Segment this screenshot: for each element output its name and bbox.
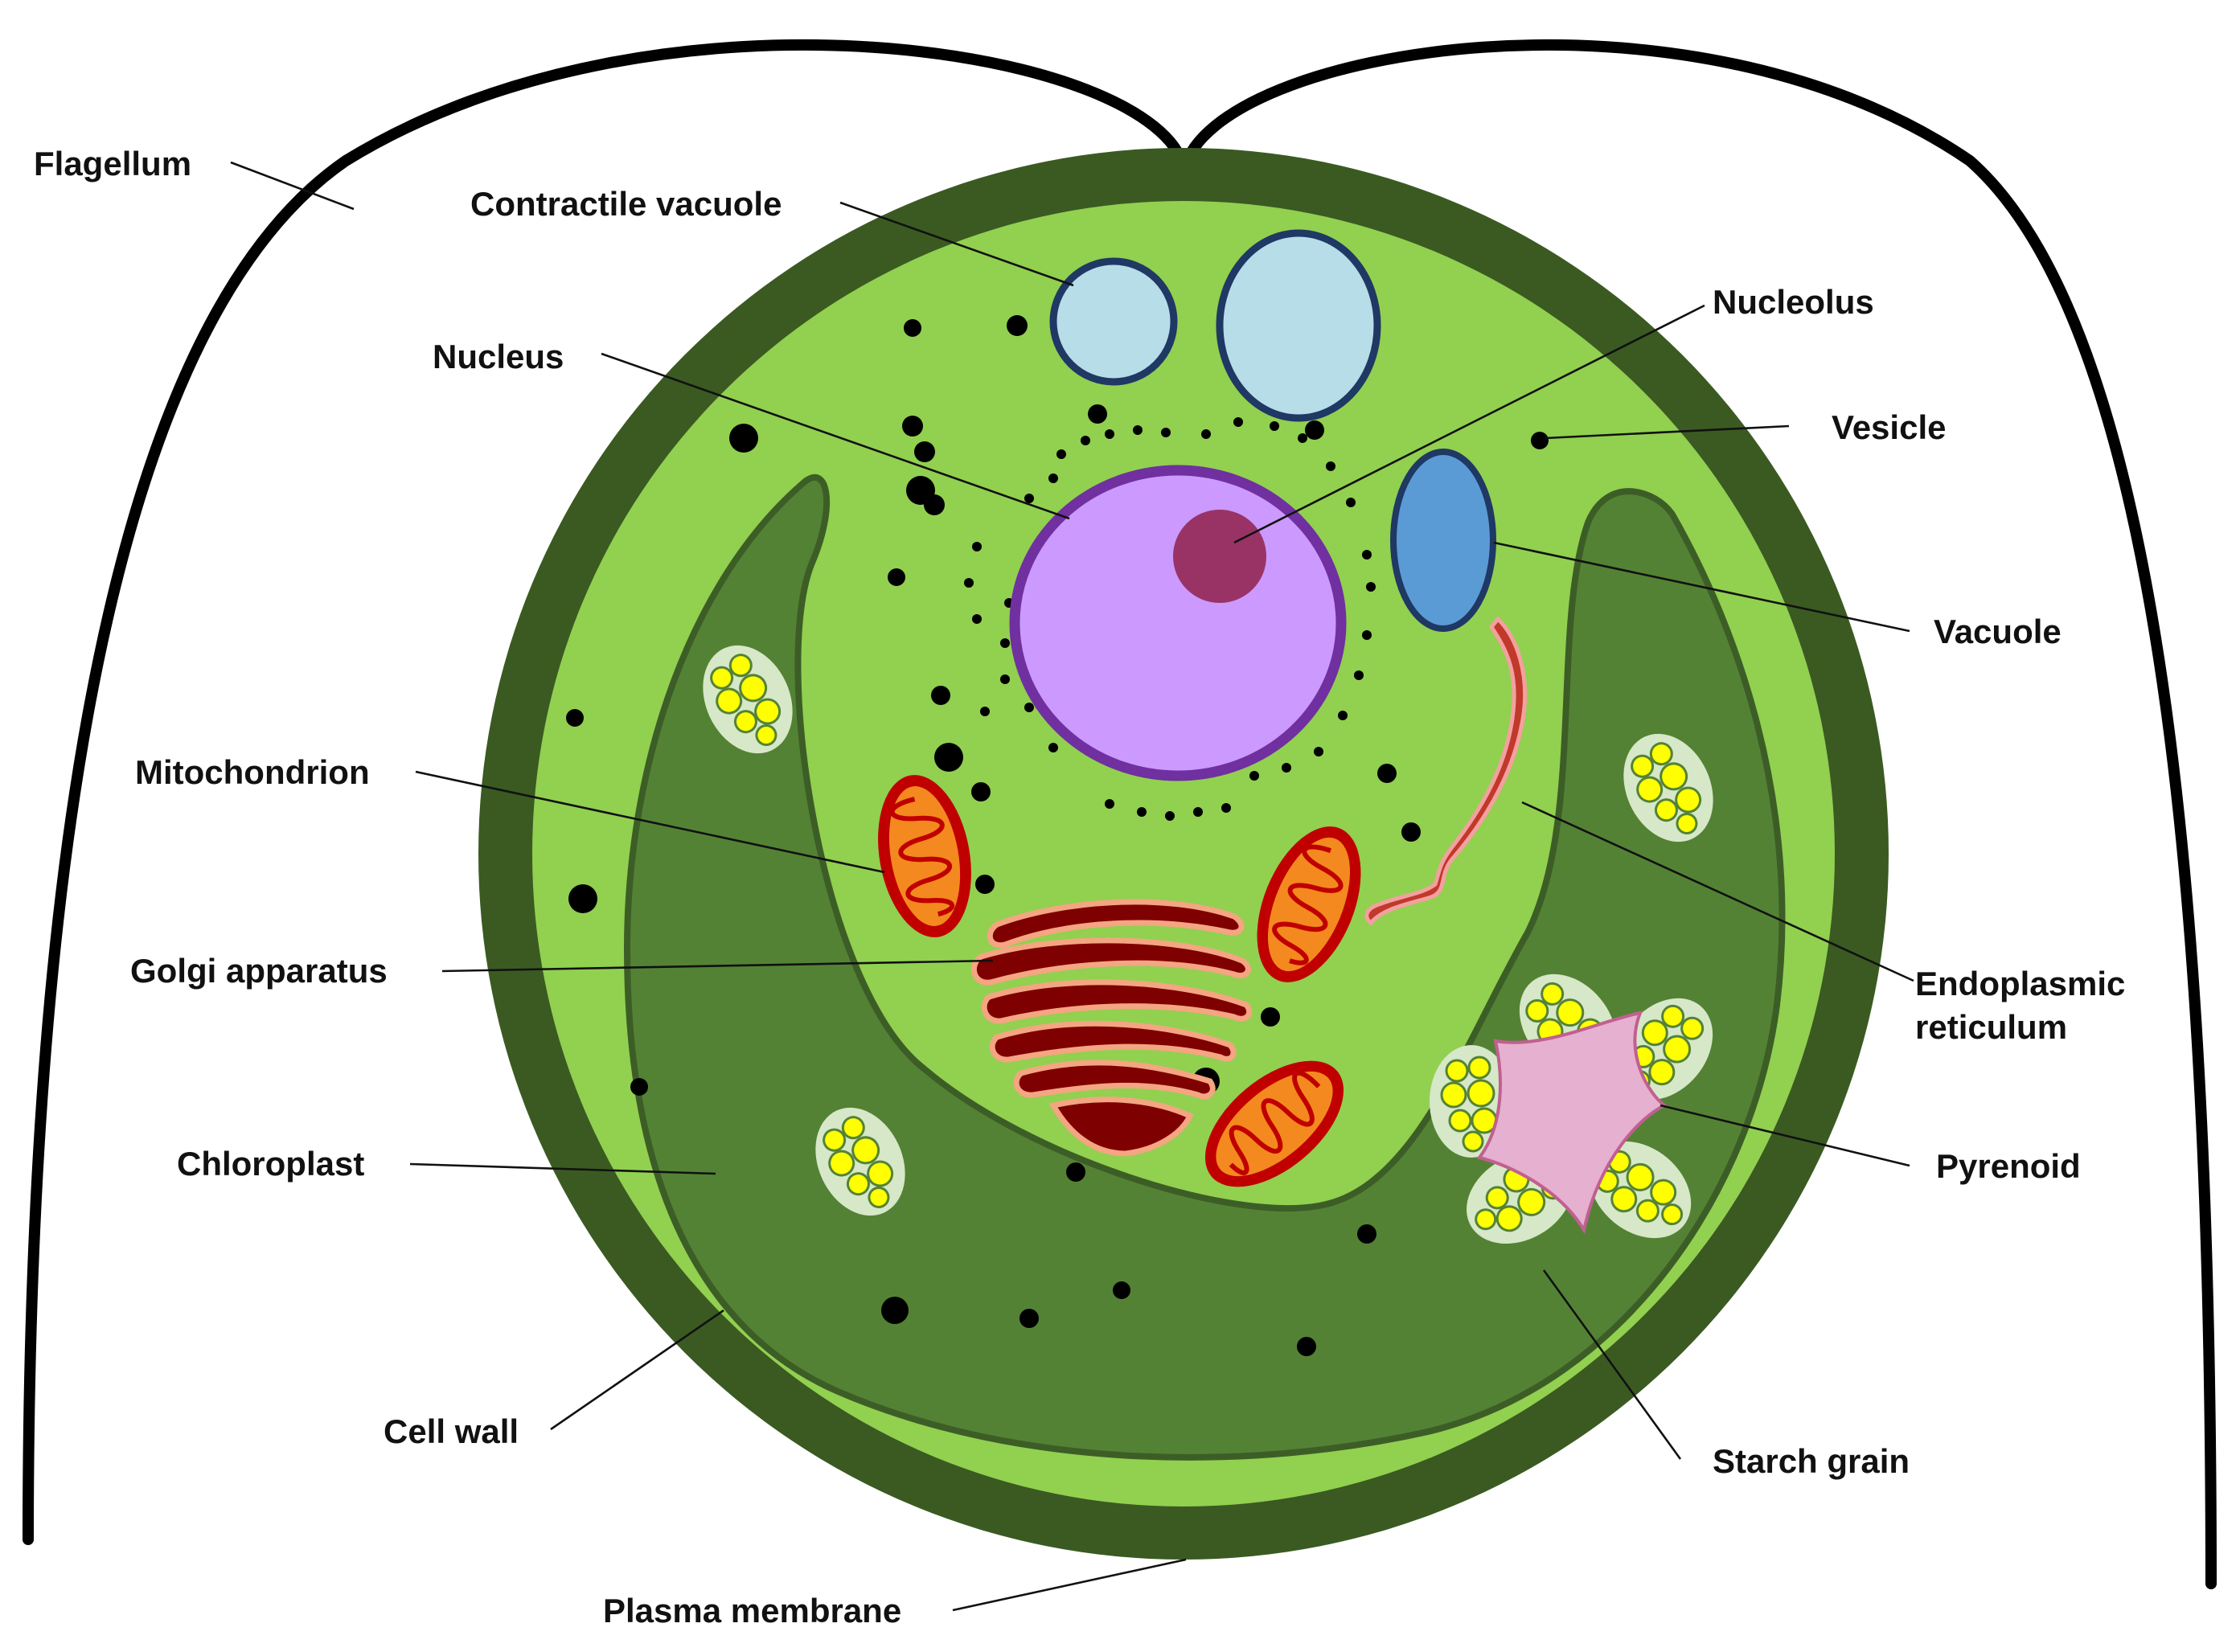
- golgi-apparatus: [971, 899, 1253, 1157]
- contractile-vacuole: [1216, 229, 1381, 422]
- nucleolus: [1173, 510, 1266, 603]
- label-nucleolus: Nucleolus: [1713, 283, 1874, 321]
- leader-lines: [230, 161, 1914, 1612]
- flagellum-left: [23, 39, 1190, 1545]
- label-contractile-vacuole: Contractile vacuole: [470, 185, 782, 223]
- label-endoplasmic: Endoplasmic: [1915, 965, 2125, 1002]
- contractile-vacuole: [1049, 257, 1178, 386]
- label-pyrenoid: Pyrenoid: [1936, 1147, 2081, 1185]
- label-mitochondrion: Mitochondrion: [135, 753, 370, 791]
- label-nucleus: Nucleus: [433, 338, 564, 375]
- pyrenoid: [1476, 1010, 1668, 1235]
- label-flagellum: Flagellum: [34, 145, 191, 182]
- vacuole: [1390, 449, 1496, 632]
- label-golgi-apparatus: Golgi apparatus: [130, 952, 388, 990]
- label-vesicle: Vesicle: [1832, 408, 1946, 446]
- label-plasma-membrane: Plasma membrane: [603, 1592, 901, 1629]
- label-reticulum: reticulum: [1915, 1008, 2067, 1046]
- label-vacuole: Vacuole: [1934, 613, 2062, 650]
- label-chloroplast: Chloroplast: [177, 1145, 364, 1183]
- label-starch-grain: Starch grain: [1713, 1442, 1910, 1480]
- pyrenoid-complex: [1428, 953, 1734, 1264]
- flagellum-right: [1179, 39, 2217, 1589]
- label-cell-wall: Cell wall: [384, 1412, 519, 1450]
- endoplasmic-reticulum: [1364, 616, 1528, 926]
- ribosome-dots: [964, 417, 1376, 821]
